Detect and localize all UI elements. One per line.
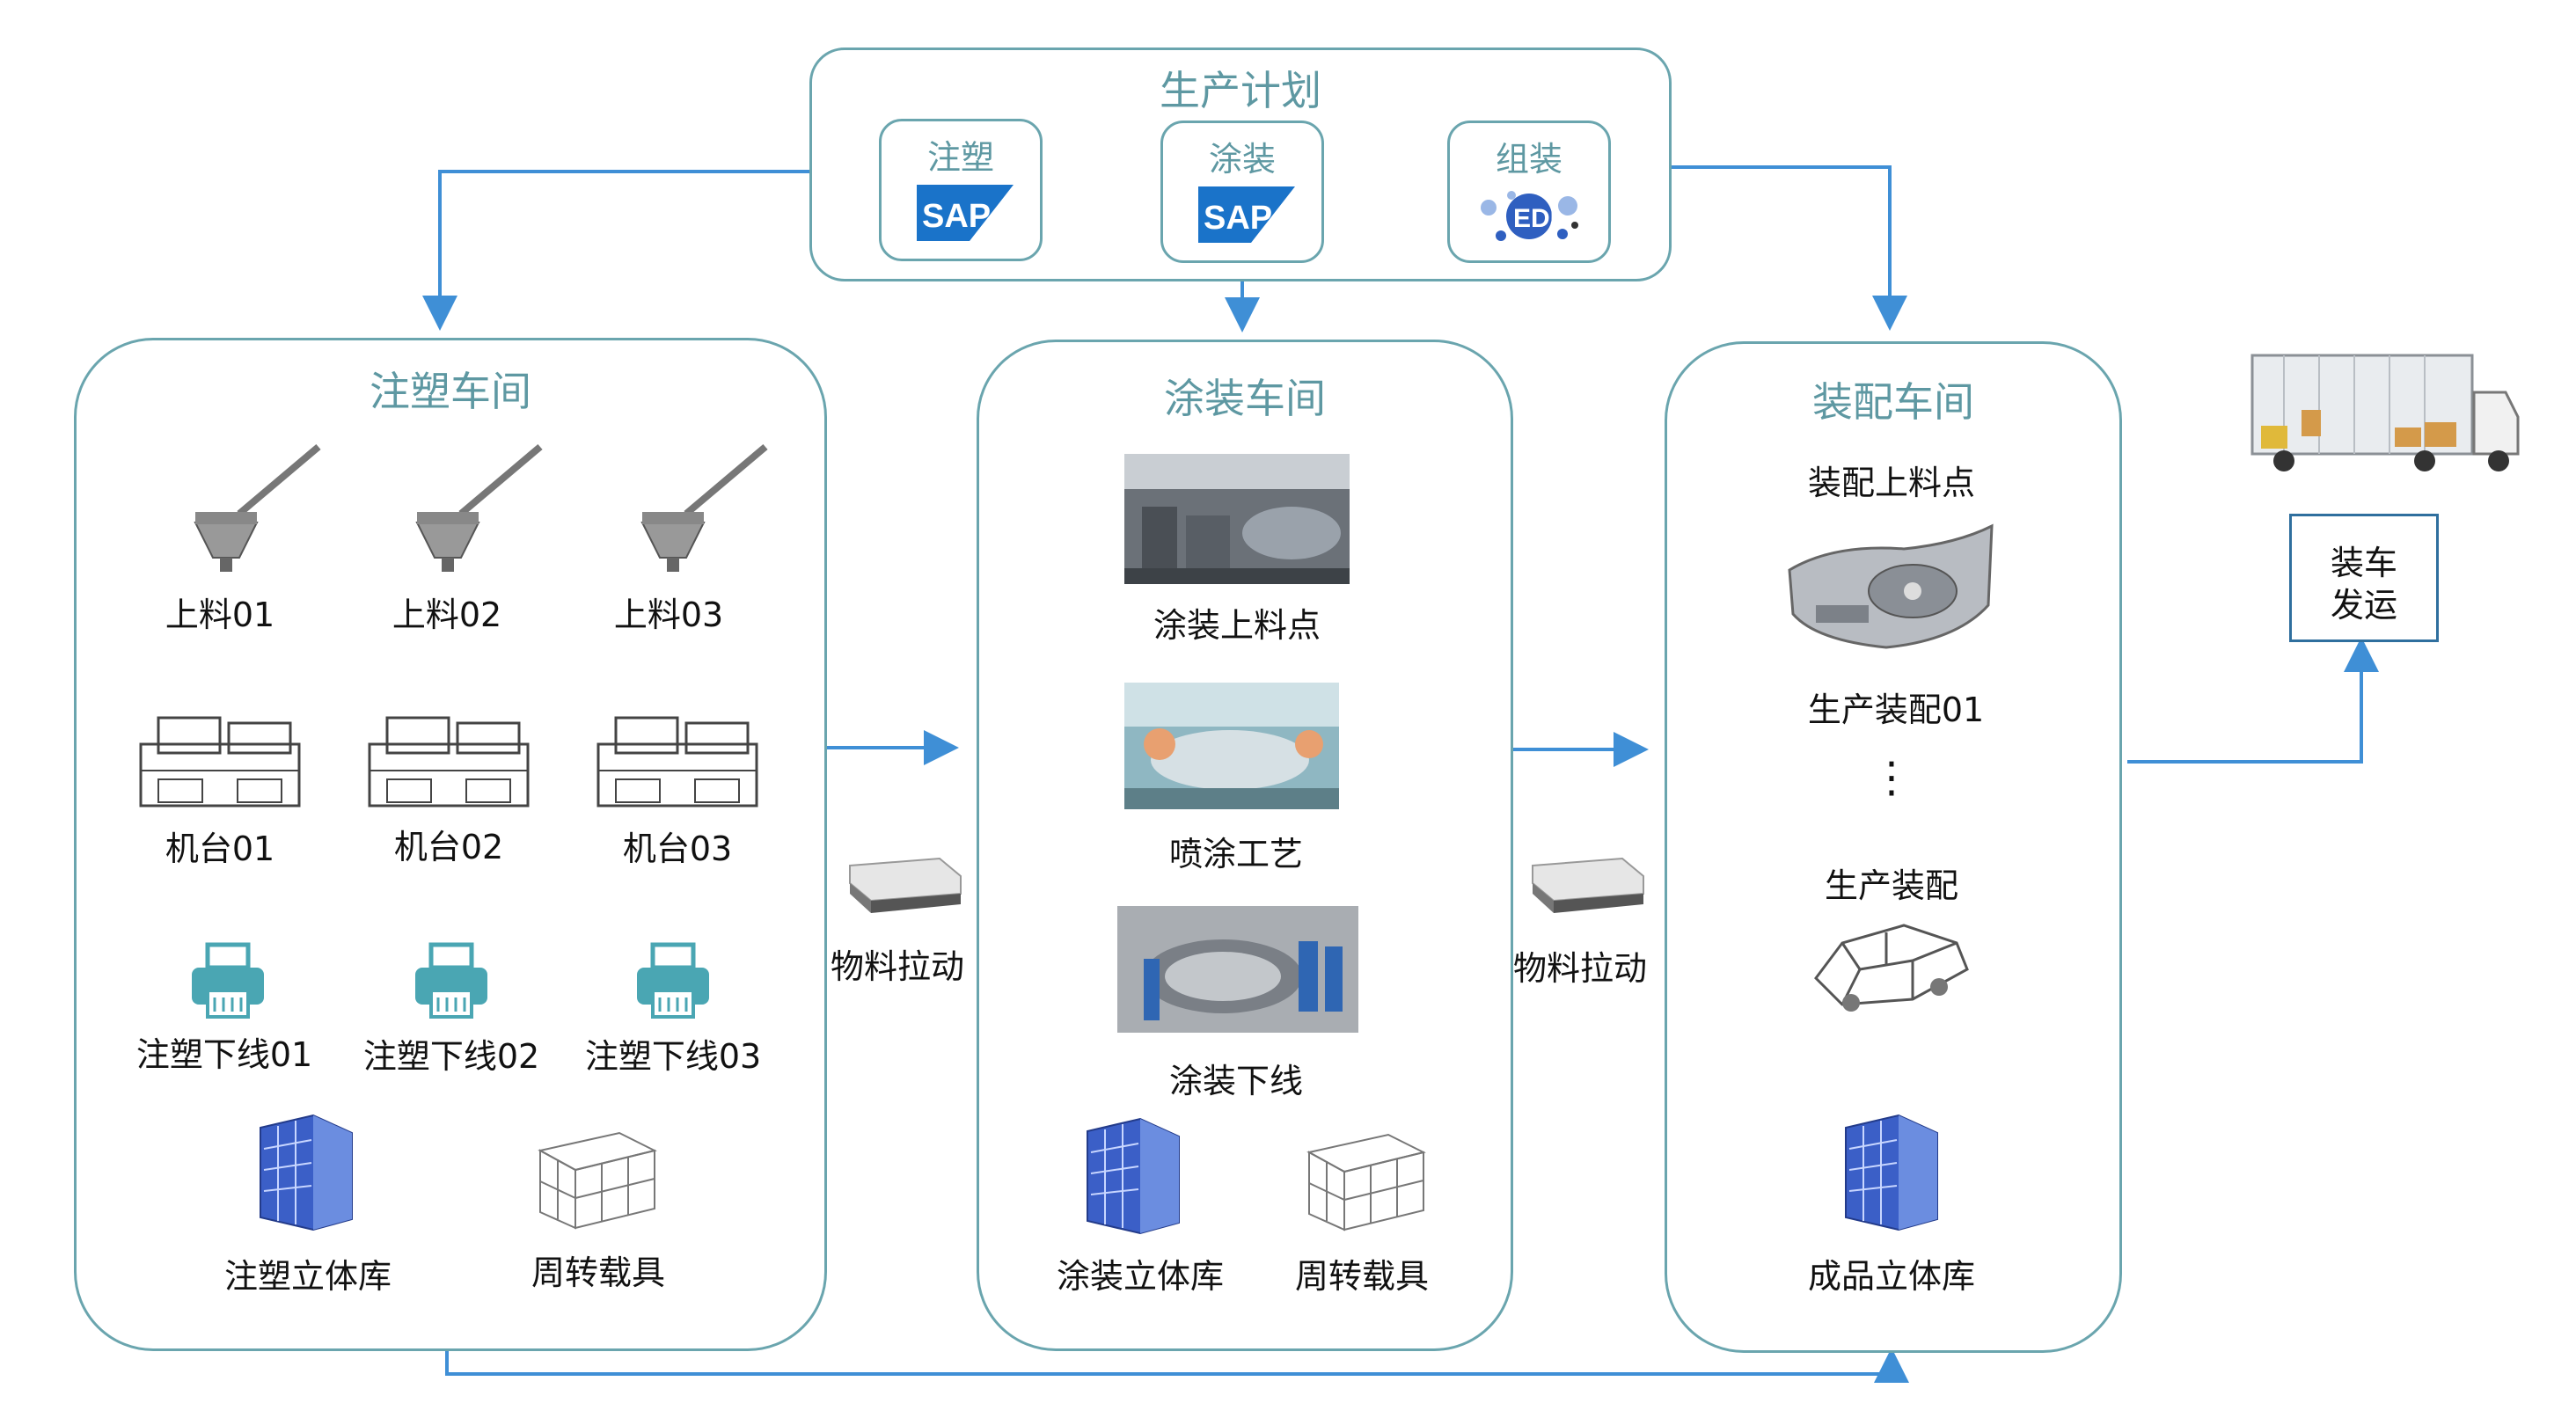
car-bumper-icon — [1781, 517, 2001, 658]
offline-label-01: 注塑下线01 — [135, 1035, 313, 1074]
finished-warehouse-label: 成品立体库 — [1807, 1257, 1975, 1296]
painting-step-offline-label: 涂装下线 — [1168, 1062, 1303, 1100]
system-card-assembly[interactable]: 组装 EDI — [1447, 121, 1611, 263]
system-label: 注塑 — [926, 138, 994, 177]
injection-workshop-title: 注塑车间 — [370, 368, 531, 415]
carrier-rack-icon — [1300, 1126, 1432, 1231]
feeder-label-01: 上料01 — [165, 596, 275, 634]
painting-warehouse-label: 涂装立体库 — [1056, 1257, 1224, 1296]
hopper-feeder-icon — [187, 443, 327, 575]
injection-workshop-panel: 注塑车间 — [74, 338, 827, 1351]
sap-logo-icon: SAP — [917, 185, 1014, 241]
bottom-return-arrow — [445, 1332, 1909, 1383]
svg-text:SAP: SAP — [1204, 200, 1272, 237]
hopper-feeder-icon — [408, 443, 549, 575]
shipping-line1: 装车 — [2330, 544, 2397, 582]
painting-step-spray-label: 喷涂工艺 — [1168, 835, 1303, 873]
machine-label-01: 机台01 — [165, 829, 275, 868]
carrier-rack-icon — [531, 1124, 663, 1230]
car-body-frame-icon — [1807, 908, 1974, 1013]
injection-carrier-label: 周转载具 — [531, 1253, 665, 1292]
machine-label-03: 机台03 — [622, 829, 733, 868]
ellipsis-vertical: ⋮ — [1870, 753, 1913, 802]
injection-machine-icon — [589, 700, 765, 809]
assembly-workshop-title: 装配车间 — [1812, 378, 1974, 426]
spray-process-photo — [1124, 683, 1339, 809]
assembly-line1-label: 生产装配01 — [1807, 691, 1985, 729]
sap-logo-icon: SAP — [1198, 186, 1295, 243]
warehouse-icon — [252, 1110, 361, 1233]
assembly-feed-label: 装配上料点 — [1807, 464, 1975, 502]
system-card-injection[interactable]: 注塑 SAP — [879, 119, 1043, 261]
production-plan-panel: 生产计划 注塑 SAP 涂装 SAP 组装 EDI — [809, 48, 1672, 281]
painting-offline-photo — [1117, 906, 1358, 1033]
warehouse-icon — [1079, 1114, 1188, 1237]
injection-warehouse-label: 注塑立体库 — [223, 1257, 392, 1296]
printer-icon — [412, 941, 491, 1020]
system-label: 组装 — [1495, 140, 1562, 179]
printer-icon — [633, 941, 713, 1020]
edi-logo-icon: EDI — [1476, 181, 1582, 252]
system-label: 涂装 — [1208, 140, 1276, 179]
assembly-line2-label: 生产装配 — [1824, 866, 1958, 905]
printer-icon — [188, 941, 267, 1020]
feeder-label-02: 上料02 — [392, 596, 502, 634]
transfer-label-2: 物料拉动 — [1512, 949, 1647, 988]
injection-machine-icon — [132, 700, 308, 809]
feeder-label-03: 上料03 — [613, 596, 724, 634]
plan-to-assembly-arrow — [1666, 165, 1907, 331]
assembly-to-shipping-arrow — [2127, 637, 2379, 764]
loading-shipping-box: 装车 发运 — [2289, 514, 2439, 642]
machine-label-02: 机台02 — [393, 828, 504, 866]
system-card-painting[interactable]: 涂装 SAP — [1160, 121, 1324, 263]
agv-robot-icon — [1527, 850, 1650, 920]
svg-text:SAP: SAP — [922, 198, 991, 235]
painting-step-feed-label: 涂装上料点 — [1153, 606, 1321, 645]
truck-icon — [2249, 348, 2523, 480]
shipping-line2: 发运 — [2330, 586, 2397, 625]
offline-label-03: 注塑下线03 — [584, 1037, 762, 1076]
svg-text:EDI: EDI — [1513, 204, 1557, 233]
painting-carrier-label: 周转载具 — [1294, 1257, 1429, 1296]
agv-robot-icon — [845, 850, 968, 920]
offline-label-02: 注塑下线02 — [362, 1037, 540, 1076]
hopper-feeder-icon — [633, 443, 774, 575]
warehouse-icon — [1837, 1110, 1946, 1233]
production-plan-title: 生产计划 — [1160, 67, 1321, 114]
painting-feed-photo — [1124, 454, 1350, 584]
injection-machine-icon — [361, 700, 537, 809]
painting-workshop-title: 涂装车间 — [1164, 375, 1326, 422]
transfer-label-1: 物料拉动 — [830, 947, 964, 986]
plan-to-injection-arrow — [422, 170, 809, 331]
